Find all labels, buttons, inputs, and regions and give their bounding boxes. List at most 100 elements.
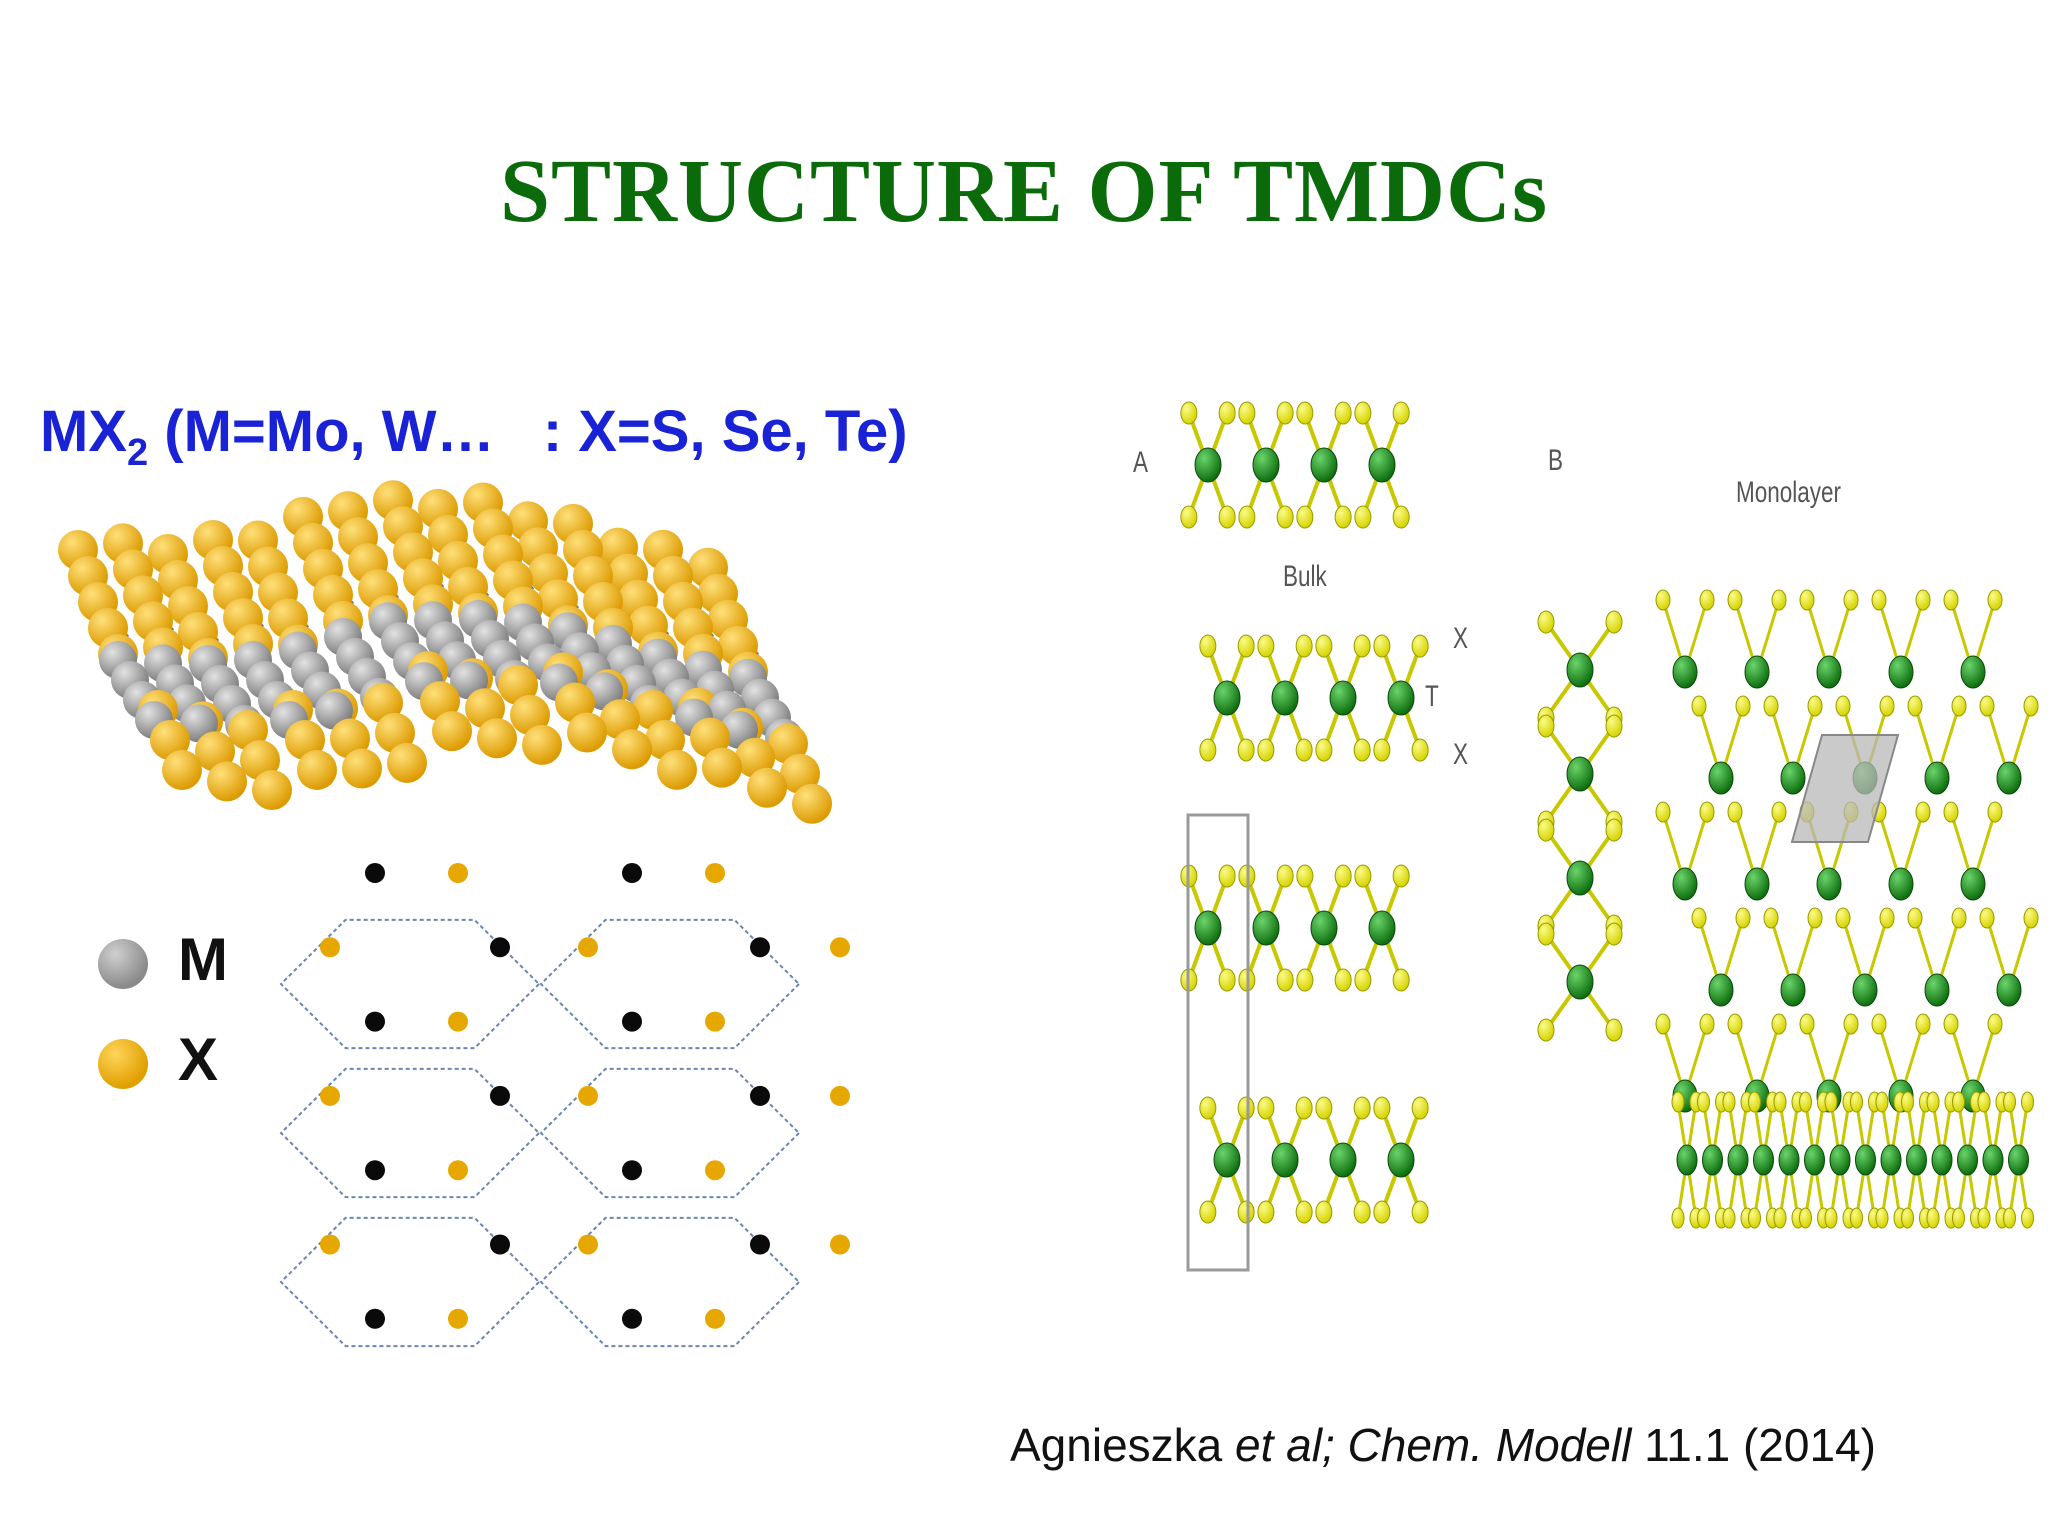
chalcogen-atom <box>240 740 280 781</box>
chalcogen-atom <box>702 747 742 788</box>
s-atom <box>1722 1207 1736 1229</box>
mo-atom <box>1780 761 1806 795</box>
s-atom <box>1605 922 1623 946</box>
monolayer-label: Monolayer <box>1736 476 1842 509</box>
s-atom <box>1605 818 1623 842</box>
citation-etal: et al; Chem. Modell <box>1235 1419 1632 1471</box>
s-atom <box>1315 1200 1333 1224</box>
metal-site <box>365 1011 385 1032</box>
s-atom <box>1979 695 1995 717</box>
s-atom <box>1276 505 1294 529</box>
mo-atom <box>1924 973 1950 1007</box>
mo-atom <box>1753 1144 1774 1176</box>
chalcogen-atom <box>498 664 538 705</box>
chalcogen-atom <box>330 718 370 759</box>
chalcogen-site <box>705 1308 725 1329</box>
hex-edge <box>279 1067 541 1199</box>
s-atom <box>1952 1091 1965 1113</box>
mo-atom <box>1888 867 1914 901</box>
mo-atom <box>1387 1142 1415 1178</box>
s-atom <box>1655 589 1671 611</box>
citation-author: Agnieszka <box>1010 1419 1236 1471</box>
s-atom <box>1879 907 1895 929</box>
metal-atom-icon <box>98 939 148 990</box>
mo-atom <box>1708 973 1734 1007</box>
bulk-label: Bulk <box>1283 560 1327 593</box>
unit-cell-parallelogram <box>1790 734 1900 843</box>
chalcogen-atom <box>477 718 517 759</box>
panel-label-b: B <box>1548 444 1564 477</box>
chalcogen-site <box>448 1308 468 1329</box>
s-atom <box>1697 1091 1710 1113</box>
chalcogen-site <box>320 1085 340 1106</box>
mo-atom <box>1744 655 1770 689</box>
s-atom <box>1843 1013 1859 1035</box>
mo-atom <box>1566 860 1594 896</box>
hex-edge <box>539 1216 801 1348</box>
chalcogen-site <box>578 937 598 958</box>
monolayer-side-view <box>1671 1091 2034 1229</box>
chalcogen-atom <box>432 711 472 752</box>
metal-site <box>490 1085 510 1106</box>
chain-bulk <box>1199 634 1429 762</box>
mo-atom <box>2008 1144 2029 1176</box>
mo-atom <box>1672 655 1698 689</box>
s-atom <box>1537 922 1555 946</box>
mo-atom <box>1252 910 1280 946</box>
mo-atom <box>1816 655 1842 689</box>
formula-prefix: MX <box>40 399 127 464</box>
s-atom <box>1901 1207 1914 1229</box>
chalcogen-site <box>830 1085 850 1106</box>
mo-atom <box>1931 1144 1953 1176</box>
s-atom <box>1879 695 1895 717</box>
s-atom <box>1257 738 1275 762</box>
s-atom <box>1295 634 1313 658</box>
metal-site <box>365 1160 385 1181</box>
mo-atom <box>1310 447 1338 483</box>
s-atom <box>1722 1091 1736 1113</box>
citation: Agnieszka et al; Chem. Modell 11.1 (2014… <box>1010 1418 1876 1472</box>
s-atom <box>1276 864 1294 888</box>
chalcogen-atom <box>342 748 382 789</box>
mo-atom <box>1213 680 1241 716</box>
mo-atom <box>1387 680 1415 716</box>
s-atom <box>1354 864 1372 888</box>
chalcogen-site <box>320 1234 340 1255</box>
mo-atom <box>1960 867 1986 901</box>
s-atom <box>1315 1096 1333 1120</box>
s-atom <box>1843 589 1859 611</box>
s-atom <box>1943 589 1959 611</box>
s-atom <box>1748 1091 1761 1113</box>
metal-site <box>490 1234 510 1255</box>
chalcogen-atom <box>735 737 775 778</box>
mo-atom <box>1924 761 1950 795</box>
hex-edge <box>279 918 541 1050</box>
chalcogen-site <box>448 863 468 883</box>
s-atom <box>1353 1096 1371 1120</box>
legend-chalcogen: X <box>98 1025 218 1095</box>
s-atom <box>1735 695 1751 717</box>
s-atom <box>1699 589 1715 611</box>
chalcogen-atom <box>555 682 595 723</box>
s-atom <box>1915 801 1931 823</box>
mo-atom <box>1194 910 1222 946</box>
s-atom <box>1671 1207 1685 1229</box>
s-atom <box>1411 1200 1429 1224</box>
s-atom <box>1773 1207 1787 1229</box>
metal-site <box>750 1085 770 1106</box>
s-atom <box>1257 634 1275 658</box>
metal-site <box>750 1234 770 1255</box>
chalcogen-site <box>578 1234 598 1255</box>
chalcogen-atom <box>747 767 787 808</box>
chalcogen-atom <box>420 681 460 722</box>
s-atom <box>1411 1096 1429 1120</box>
formula-label: MX2 (M=Mo, W… : X=S, Se, Te) <box>40 398 908 475</box>
mo-atom <box>1778 1144 1800 1176</box>
s-atom <box>1977 1207 1991 1229</box>
metal-site <box>622 1308 642 1329</box>
s-atom <box>1354 505 1372 529</box>
mo-atom <box>1996 761 2022 795</box>
s-atom <box>1180 505 1198 529</box>
s-atom <box>1799 589 1815 611</box>
s-atom <box>1537 714 1555 738</box>
